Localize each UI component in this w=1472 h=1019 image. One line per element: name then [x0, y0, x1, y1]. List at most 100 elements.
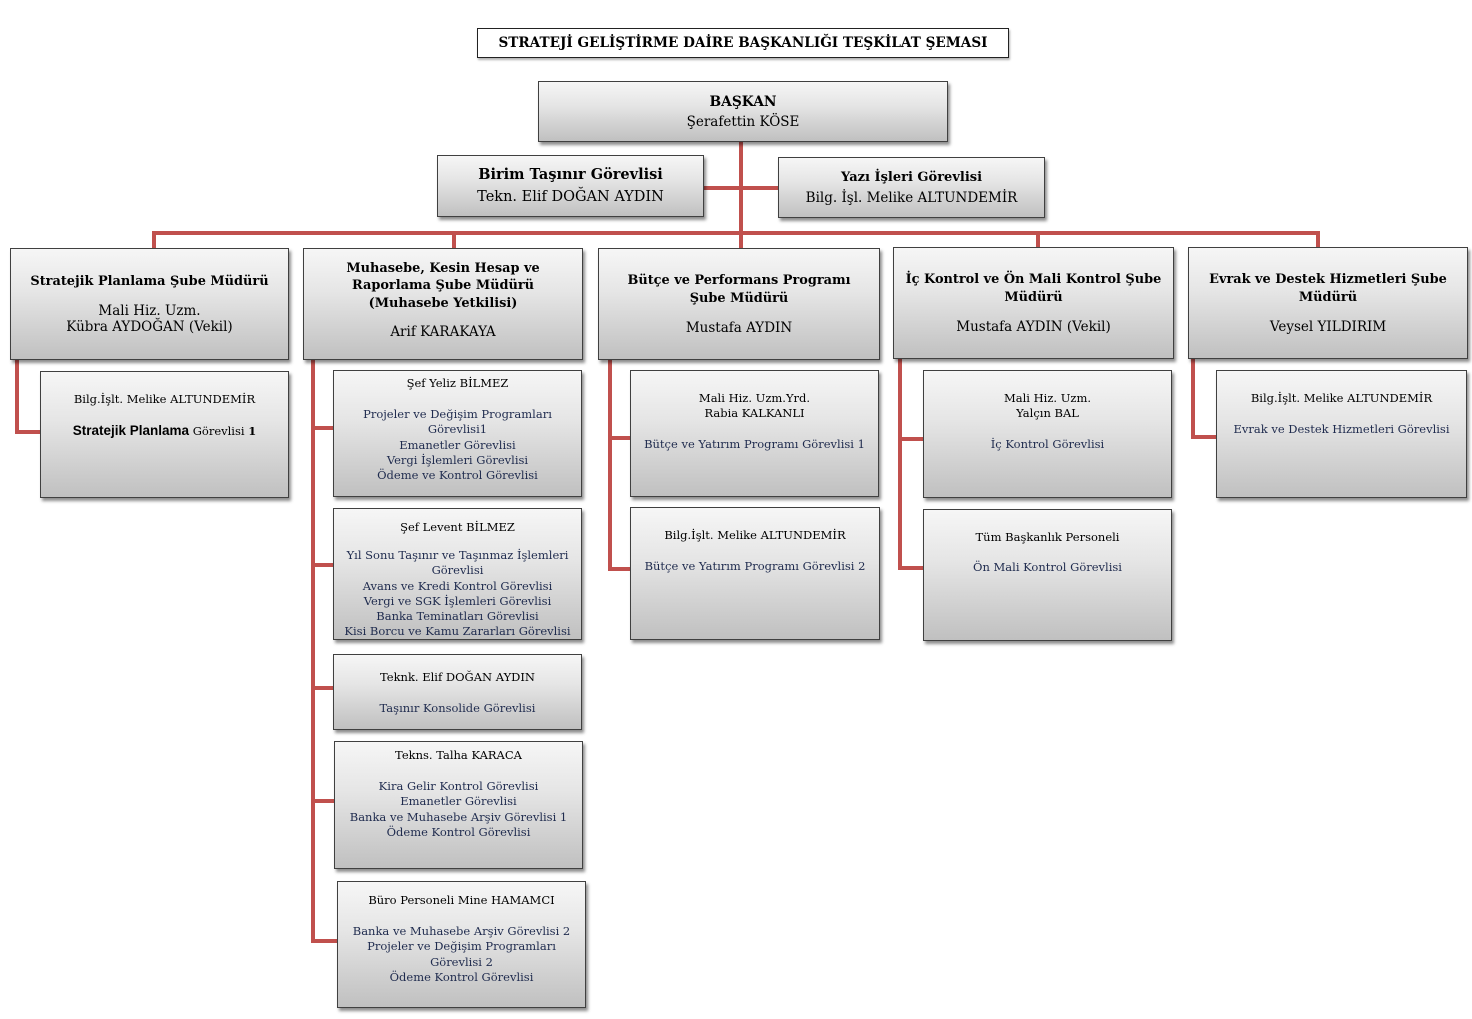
- unit-roles: Kira Gelir Kontrol Görevlisi Emanetler G…: [350, 779, 567, 840]
- staff-line: Şef Levent BİLMEZ: [400, 520, 515, 534]
- role-line: İç Kontrol Görevlisi: [990, 437, 1105, 451]
- unit-box: Bilg.İşlt. Melike ALTUNDEMİR Stratejik P…: [40, 371, 289, 498]
- role-line: Avans ve Kredi Kontrol Görevlisi: [362, 578, 553, 593]
- department-box-strategic-planning: Stratejik Planlama Şube Müdürü Mali Hiz.…: [10, 248, 289, 360]
- unit-roles: Evrak ve Destek Hizmetleri Görevlisi: [1233, 422, 1449, 437]
- staff-line: Tüm Başkanlık Personeli: [975, 530, 1120, 544]
- department-manager: Mustafa AYDIN: [686, 320, 792, 336]
- role-label: Görevlisi: [192, 424, 245, 438]
- unit-box: Büro Personeli Mine HAMAMCI Banka ve Muh…: [337, 881, 586, 1008]
- unit-roles: Bütçe ve Yatırım Programı Görevlisi 1: [644, 437, 865, 452]
- president-name: Şerafettin KÖSE: [686, 113, 800, 130]
- role-line: Taşınır Konsolide Görevlisi: [379, 701, 536, 715]
- department-manager: Veysel YILDIRIM: [1270, 319, 1386, 335]
- department-title: Muhasebe, Kesin Hesap ve Raporlama Şube …: [346, 260, 540, 311]
- role-line: Kisi Borcu ve Kamu Zararları Görevlisi: [344, 624, 571, 639]
- unit-staff: Büro Personeli Mine HAMAMCI: [368, 893, 554, 908]
- manager-line: Veysel YILDIRIM: [1269, 319, 1387, 335]
- role-line: Evrak ve Destek Hizmetleri Görevlisi: [1233, 422, 1450, 436]
- asset-officer-box: Birim Taşınır Görevlisi Tekn. Elif DOĞAN…: [437, 155, 704, 217]
- unit-roles: Taşınır Konsolide Görevlisi: [380, 701, 536, 716]
- staff-line: Tekns. Talha KARACA: [395, 748, 522, 762]
- asset-officer-title: Birim Taşınır Görevlisi: [478, 166, 663, 183]
- role-line: Ödeme Kontrol Görevlisi: [389, 969, 534, 984]
- unit-box: Şef Levent BİLMEZ Yıl Sonu Taşınır ve Ta…: [333, 508, 582, 640]
- role-line: Projeler ve Değişim Programları Görevlis…: [363, 407, 552, 437]
- department-manager: Mali Hiz. Uzm. Kübra AYDOĞAN (Vekil): [66, 303, 232, 335]
- department-box-support-services: Evrak ve Destek Hizmetleri Şube Müdürü V…: [1188, 247, 1468, 359]
- unit-roles: Ön Mali Kontrol Görevlisi: [973, 560, 1122, 575]
- role-line: Ödeme ve Kontrol Görevlisi: [377, 468, 538, 483]
- chart-title: STRATEJİ GELİŞTİRME DAİRE BAŞKANLIĞI TEŞ…: [477, 28, 1009, 58]
- unit-box: Mali Hiz. Uzm.Yrd. Rabia KALKANLI Bütçe …: [630, 370, 879, 497]
- role-line: Emanetler Görevlisi: [399, 437, 516, 452]
- unit-staff: Teknk. Elif DOĞAN AYDIN: [380, 670, 535, 685]
- staff-line: Şef Yeliz BİLMEZ: [406, 376, 509, 390]
- department-box-internal-control: İç Kontrol ve Ön Mali Kontrol Şube Müdür…: [893, 247, 1174, 359]
- unit-box: Bilg.İşlt. Melike ALTUNDEMİR Bütçe ve Ya…: [630, 507, 880, 640]
- role-line: Banka ve Muhasebe Arşiv Görevlisi 2: [352, 924, 571, 938]
- unit-staff: Tekns. Talha KARACA: [395, 748, 522, 763]
- role-line: Emanetler Görevlisi: [400, 794, 517, 809]
- department-title: Stratejik Planlama Şube Müdürü: [30, 274, 269, 289]
- role-line: Vergi ve SGK İşlemleri Görevlisi: [363, 593, 552, 608]
- unit-staff: Bilg.İşlt. Melike ALTUNDEMİR: [74, 392, 255, 407]
- department-box-accounting: Muhasebe, Kesin Hesap ve Raporlama Şube …: [303, 248, 583, 360]
- unit-roles: Stratejik Planlama Görevlisi 1: [73, 423, 257, 439]
- staff-line: Yalçın BAL: [1016, 406, 1079, 420]
- manager-line: Arif KARAKAYA: [390, 324, 496, 341]
- department-manager: Mustafa AYDIN (Vekil): [956, 319, 1110, 335]
- role-line: Bütçe ve Yatırım Programı Görevlisi 1: [644, 437, 865, 451]
- staff-line: Rabia KALKANLI: [704, 406, 805, 420]
- department-title: Evrak ve Destek Hizmetleri Şube Müdürü: [1209, 272, 1447, 305]
- role-field: Stratejik Planlama: [72, 423, 190, 438]
- unit-staff: Mali Hiz. Uzm.Yrd. Rabia KALKANLI: [699, 391, 810, 421]
- department-title: İç Kontrol ve Ön Mali Kontrol Şube Müdür…: [905, 272, 1162, 305]
- unit-box: Tüm Başkanlık Personeli Ön Mali Kontrol …: [923, 509, 1172, 641]
- unit-staff: Bilg.İşlt. Melike ALTUNDEMİR: [664, 528, 845, 543]
- asset-officer-name: Tekn. Elif DOĞAN AYDIN: [477, 189, 664, 205]
- role-line: Banka Teminatları Görevlisi: [376, 609, 539, 624]
- connector-line: [15, 358, 43, 434]
- staff-line: Bilg.İşlt. Melike ALTUNDEMİR: [1250, 391, 1433, 405]
- unit-box: Mali Hiz. Uzm. Yalçın BAL İç Kontrol Gör…: [923, 370, 1172, 498]
- role-line: Banka ve Muhasebe Arşiv Görevlisi 1: [349, 809, 568, 824]
- unit-staff: Bilg.İşlt. Melike ALTUNDEMİR: [1251, 391, 1432, 406]
- staff-line: Büro Personeli Mine HAMAMCI: [368, 893, 555, 907]
- staff-line: Mali Hiz. Uzm.: [1003, 391, 1092, 405]
- role-line: Ödeme Kontrol Görevlisi: [386, 824, 531, 839]
- role-line: Projeler ve Değişim Programları Görevlis…: [367, 939, 556, 969]
- staff-line: Bilg.İşlt. Melike ALTUNDEMİR: [664, 528, 846, 542]
- role-line: Kira Gelir Kontrol Görevlisi: [378, 779, 539, 793]
- unit-staff: Mali Hiz. Uzm. Yalçın BAL: [1004, 391, 1091, 421]
- president-title: BAŞKAN: [709, 93, 777, 110]
- department-title: Bütçe ve Performans Programı Şube Müdürü: [627, 273, 851, 306]
- manager-line: Mustafa AYDIN (Vekil): [956, 319, 1111, 335]
- role-line: Vergi İşlemleri Görevlisi: [386, 452, 529, 467]
- clerical-officer-name: Bilg. İşl. Melike ALTUNDEMİR: [805, 189, 1018, 206]
- unit-box: Şef Yeliz BİLMEZ Projeler ve Değişim Pro…: [333, 370, 582, 497]
- unit-staff: Şef Levent BİLMEZ: [400, 520, 515, 535]
- unit-box: Tekns. Talha KARACA Kira Gelir Kontrol G…: [334, 741, 583, 869]
- president-box: BAŞKAN Şerafettin KÖSE: [538, 81, 948, 142]
- staff-line: Mali Hiz. Uzm.Yrd.: [698, 391, 811, 405]
- staff-line: Bilg.İşlt. Melike ALTUNDEMİR: [73, 392, 256, 406]
- department-box-budget: Bütçe ve Performans Programı Şube Müdürü…: [598, 248, 880, 360]
- clerical-officer-box: Yazı İşleri Görevlisi Bilg. İşl. Melike …: [778, 157, 1045, 218]
- unit-box: Teknk. Elif DOĞAN AYDIN Taşınır Konsolid…: [333, 654, 582, 730]
- manager-line: Kübra AYDOĞAN (Vekil): [66, 319, 233, 335]
- role-line: Yıl Sonu Taşınır ve Taşınmaz İşlemleri G…: [346, 548, 569, 578]
- connector-line: [1191, 358, 1219, 439]
- manager-line: Mali Hiz. Uzm.: [98, 303, 201, 319]
- unit-roles: Projeler ve Değişim Programları Görevlis…: [337, 407, 578, 483]
- unit-roles: Bütçe ve Yatırım Programı Görevlisi 2: [645, 559, 866, 574]
- unit-roles: Yıl Sonu Taşınır ve Taşınmaz İşlemleri G…: [337, 548, 578, 640]
- role-line: Bütçe ve Yatırım Programı Görevlisi 2: [644, 559, 866, 573]
- unit-roles: Banka ve Muhasebe Arşiv Görevlisi 2 Proj…: [341, 924, 582, 985]
- unit-staff: Şef Yeliz BİLMEZ: [407, 376, 509, 391]
- manager-line: Mustafa AYDIN: [685, 320, 793, 336]
- clerical-officer-title: Yazı İşleri Görevlisi: [840, 169, 983, 185]
- department-manager: Arif KARAKAYA: [390, 324, 495, 340]
- role-number: 1: [248, 424, 257, 438]
